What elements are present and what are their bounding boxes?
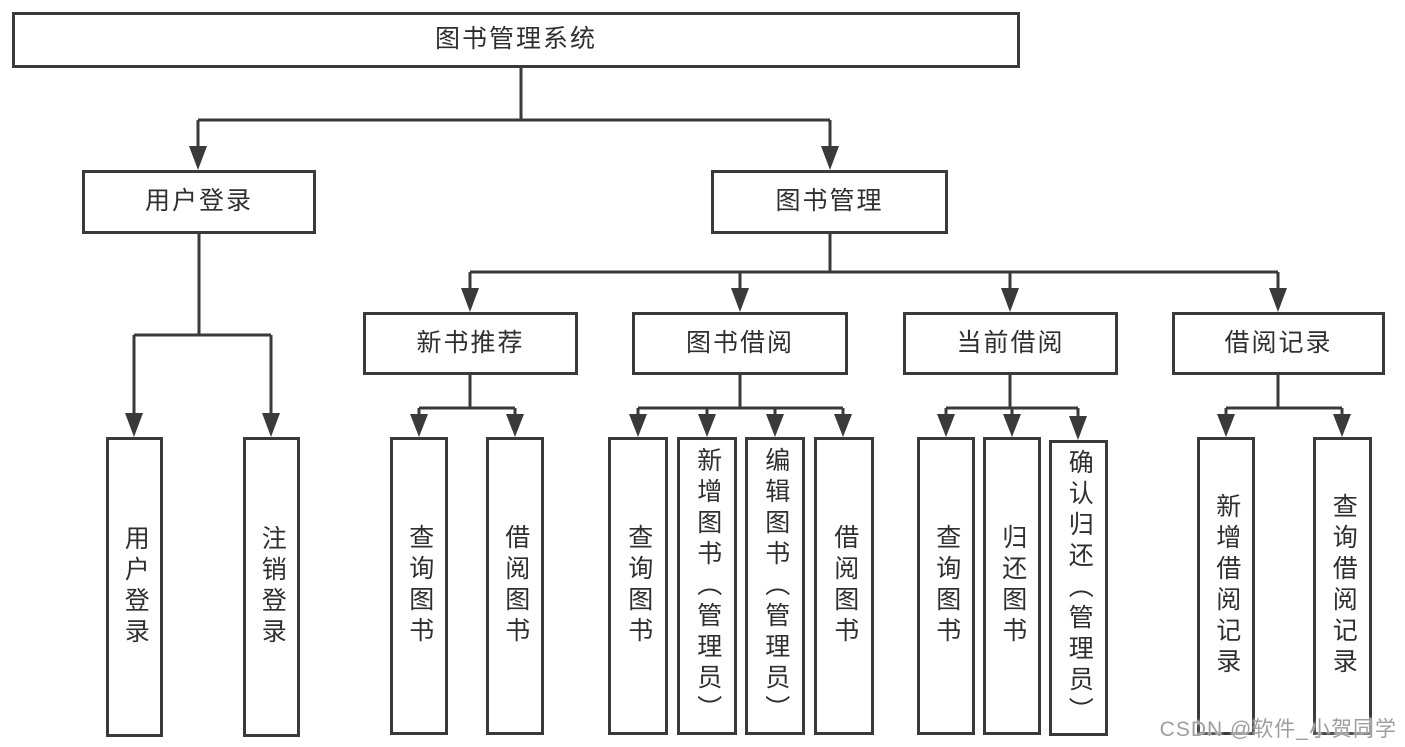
node-book-borrowing: 图书借阅 xyxy=(632,312,848,375)
leaf-borrow-books: 借阅图书 xyxy=(814,437,874,735)
leaf-edit-books-admin: 编辑图书（管理员） xyxy=(745,437,805,735)
leaf-query-borrow-record: 查询借阅记录 xyxy=(1313,437,1372,735)
leaf-recommend-borrow-books: 借阅图书 xyxy=(486,437,544,735)
leaf-current-query-books: 查询图书 xyxy=(917,437,975,735)
connector-user-login xyxy=(125,234,280,437)
node-user-login: 用户登录 xyxy=(82,170,316,234)
leaf-logout: 注销登录 xyxy=(243,437,300,737)
leaf-add-books-admin: 新增图书（管理员） xyxy=(677,437,737,735)
leaf-borrowing-query-books: 查询图书 xyxy=(608,437,668,735)
node-borrowing-records: 借阅记录 xyxy=(1172,312,1385,375)
connector-book-borrowing xyxy=(629,375,852,437)
leaf-recommend-query-books: 查询图书 xyxy=(390,437,448,735)
connector-book-management xyxy=(461,234,1287,312)
node-library-system: 图书管理系统 xyxy=(12,12,1020,68)
node-current-borrowing: 当前借阅 xyxy=(903,312,1118,375)
leaf-confirm-return-admin: 确认归还（管理员） xyxy=(1049,440,1108,736)
connector-borrowing-records xyxy=(1217,375,1351,437)
leaf-add-borrow-record: 新增借阅记录 xyxy=(1197,437,1255,735)
node-new-book-recommend: 新书推荐 xyxy=(363,312,578,375)
node-book-management: 图书管理 xyxy=(711,170,948,234)
leaf-return-books: 归还图书 xyxy=(983,437,1041,735)
connector-root xyxy=(189,68,839,170)
connector-current-borrowing xyxy=(937,375,1087,440)
leaf-user-login: 用户登录 xyxy=(106,437,163,737)
connector-new-book-recommend xyxy=(410,375,524,437)
